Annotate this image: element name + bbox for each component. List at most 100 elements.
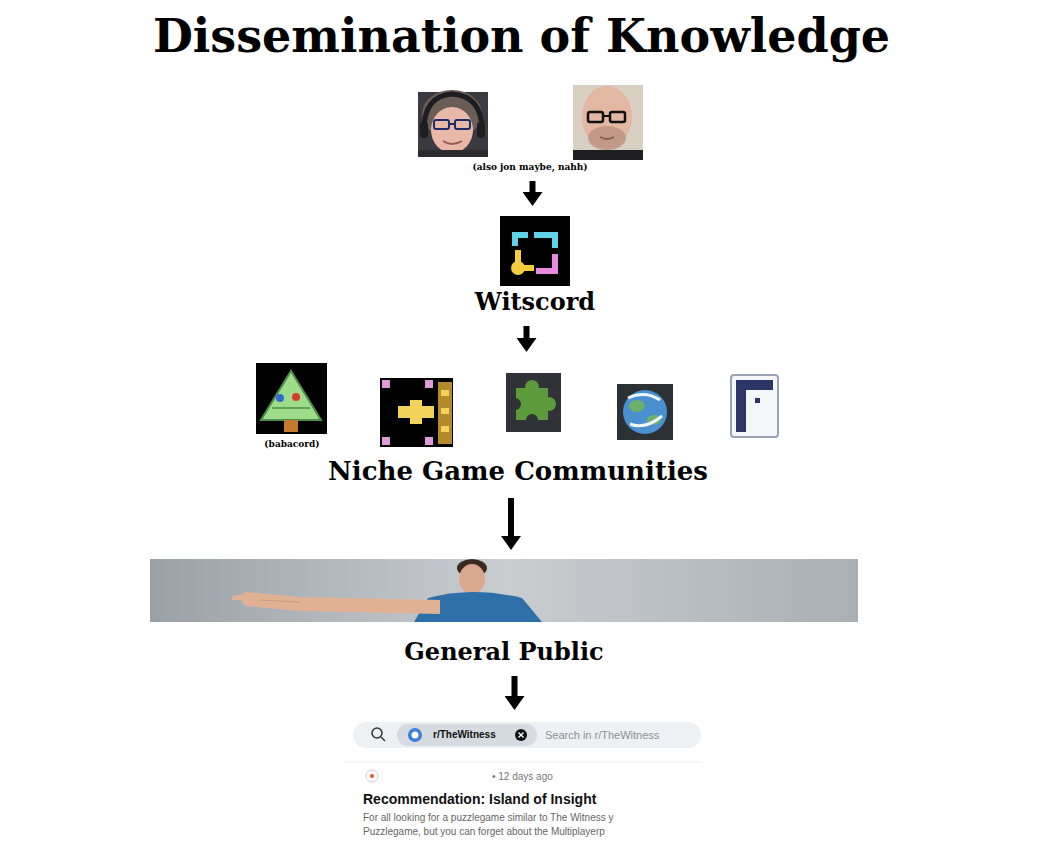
forum-screenshot bbox=[519, 733, 524, 738]
community-icon bbox=[256, 363, 327, 434]
community-icon bbox=[382, 380, 390, 388]
search-placeholder: Search in r/TheWitness bbox=[545, 728, 659, 742]
community-icon bbox=[628, 394, 662, 425]
post-title: Recommendation: Island of Insight bbox=[363, 790, 596, 808]
community-icon bbox=[731, 375, 778, 437]
portrait-photo bbox=[418, 150, 488, 157]
community-icon bbox=[526, 414, 538, 426]
witscord-icon bbox=[500, 216, 570, 286]
portrait-photo bbox=[434, 120, 449, 129]
witscord-icon bbox=[522, 265, 534, 271]
forum-screenshot bbox=[372, 728, 382, 738]
node-label: General Public bbox=[150, 636, 858, 668]
forum-screenshot bbox=[515, 729, 527, 741]
forum-post-node: r/TheWitness Search in r/TheWitness • 12 d… bbox=[345, 716, 705, 843]
forum-screenshot bbox=[345, 718, 702, 843]
public-node: General Public bbox=[150, 556, 858, 670]
portrait-photo bbox=[588, 126, 626, 150]
witscord-icon bbox=[534, 232, 558, 248]
community-icon bbox=[425, 437, 433, 445]
stock-photo bbox=[150, 559, 858, 622]
stock-photo bbox=[459, 564, 485, 594]
icon-caption: (babacord) bbox=[249, 438, 335, 450]
community-icon bbox=[380, 378, 453, 447]
portrait-photo bbox=[610, 112, 625, 122]
witscord-icon bbox=[512, 232, 528, 246]
forum-screenshot bbox=[408, 728, 422, 742]
server-node: Witscord bbox=[460, 212, 610, 320]
portrait-photo bbox=[573, 150, 643, 160]
community-icon bbox=[410, 412, 422, 424]
community-icon bbox=[256, 363, 327, 434]
portrait-photo bbox=[424, 94, 482, 130]
community-group: Niche Game Communities (babacord) bbox=[245, 358, 791, 492]
stock-photo bbox=[241, 592, 440, 614]
community-icon bbox=[629, 400, 645, 412]
forum-screenshot bbox=[519, 733, 524, 738]
community-icon bbox=[506, 373, 561, 432]
portrait-photo bbox=[603, 115, 610, 117]
flow-arrow bbox=[512, 676, 518, 696]
community-icon-node: (babacord) bbox=[249, 360, 335, 452]
community-icon bbox=[261, 371, 321, 420]
community-icon bbox=[422, 406, 434, 418]
portrait-photo bbox=[600, 137, 614, 139]
community-icon bbox=[382, 437, 390, 445]
portrait-photo bbox=[449, 123, 455, 125]
community-icon bbox=[410, 400, 422, 412]
subreddit-chip: r/TheWitness bbox=[433, 728, 496, 742]
community-icon bbox=[617, 384, 673, 440]
forum-screenshot bbox=[397, 724, 537, 746]
portrait-photo bbox=[431, 107, 473, 153]
community-icon bbox=[276, 394, 284, 402]
portrait-photo bbox=[420, 122, 428, 138]
community-icon bbox=[284, 420, 298, 432]
stock-photo bbox=[260, 600, 300, 602]
witscord-icon bbox=[500, 216, 570, 286]
node-label: Niche Game Communities bbox=[245, 453, 791, 489]
community-icon bbox=[441, 408, 449, 414]
flow-arrow bbox=[508, 498, 514, 536]
community-icon bbox=[398, 406, 410, 418]
diagram-title: Dissemination of Knowledge bbox=[0, 6, 1043, 66]
forum-screenshot bbox=[353, 722, 701, 748]
node-label: Witscord bbox=[460, 286, 610, 318]
community-icon bbox=[380, 378, 453, 447]
photo-group: (also jon maybe, nahh) bbox=[405, 80, 655, 175]
forum-screenshot bbox=[381, 737, 385, 741]
flow-arrow bbox=[524, 326, 530, 338]
community-icon bbox=[441, 426, 449, 432]
forum-screenshot bbox=[345, 718, 702, 843]
community-icon bbox=[438, 382, 452, 444]
post-date: • 12 days ago bbox=[492, 770, 553, 784]
stock-photo bbox=[150, 559, 858, 622]
portrait-photo bbox=[455, 120, 470, 129]
forum-screenshot bbox=[345, 762, 702, 763]
forum-screenshot bbox=[412, 732, 419, 739]
community-icon bbox=[292, 393, 300, 401]
portrait-photo bbox=[573, 85, 643, 160]
photo-caption: (also jon maybe, nahh) bbox=[405, 160, 655, 174]
community-icon bbox=[542, 397, 556, 411]
community-icon bbox=[441, 390, 449, 396]
community-icon bbox=[731, 375, 778, 437]
community-icon bbox=[272, 407, 310, 409]
forum-screenshot bbox=[370, 774, 374, 778]
community-icon bbox=[525, 380, 539, 394]
forum-screenshot bbox=[366, 770, 378, 782]
witscord-icon bbox=[536, 254, 558, 274]
community-icon bbox=[736, 380, 773, 432]
community-icon bbox=[425, 380, 433, 388]
portrait-photo bbox=[588, 112, 603, 122]
portrait-photo bbox=[418, 90, 488, 157]
flow-arrow bbox=[530, 181, 536, 192]
community-icon bbox=[623, 390, 667, 434]
portrait-photo bbox=[443, 141, 462, 144]
portrait-photo bbox=[573, 85, 643, 160]
community-icon bbox=[509, 398, 521, 410]
post-body: For all looking for a puzzlegame similar… bbox=[363, 811, 613, 824]
stock-photo bbox=[232, 594, 245, 600]
post-body: Puzzlegame, but you can forget about the… bbox=[363, 825, 605, 838]
